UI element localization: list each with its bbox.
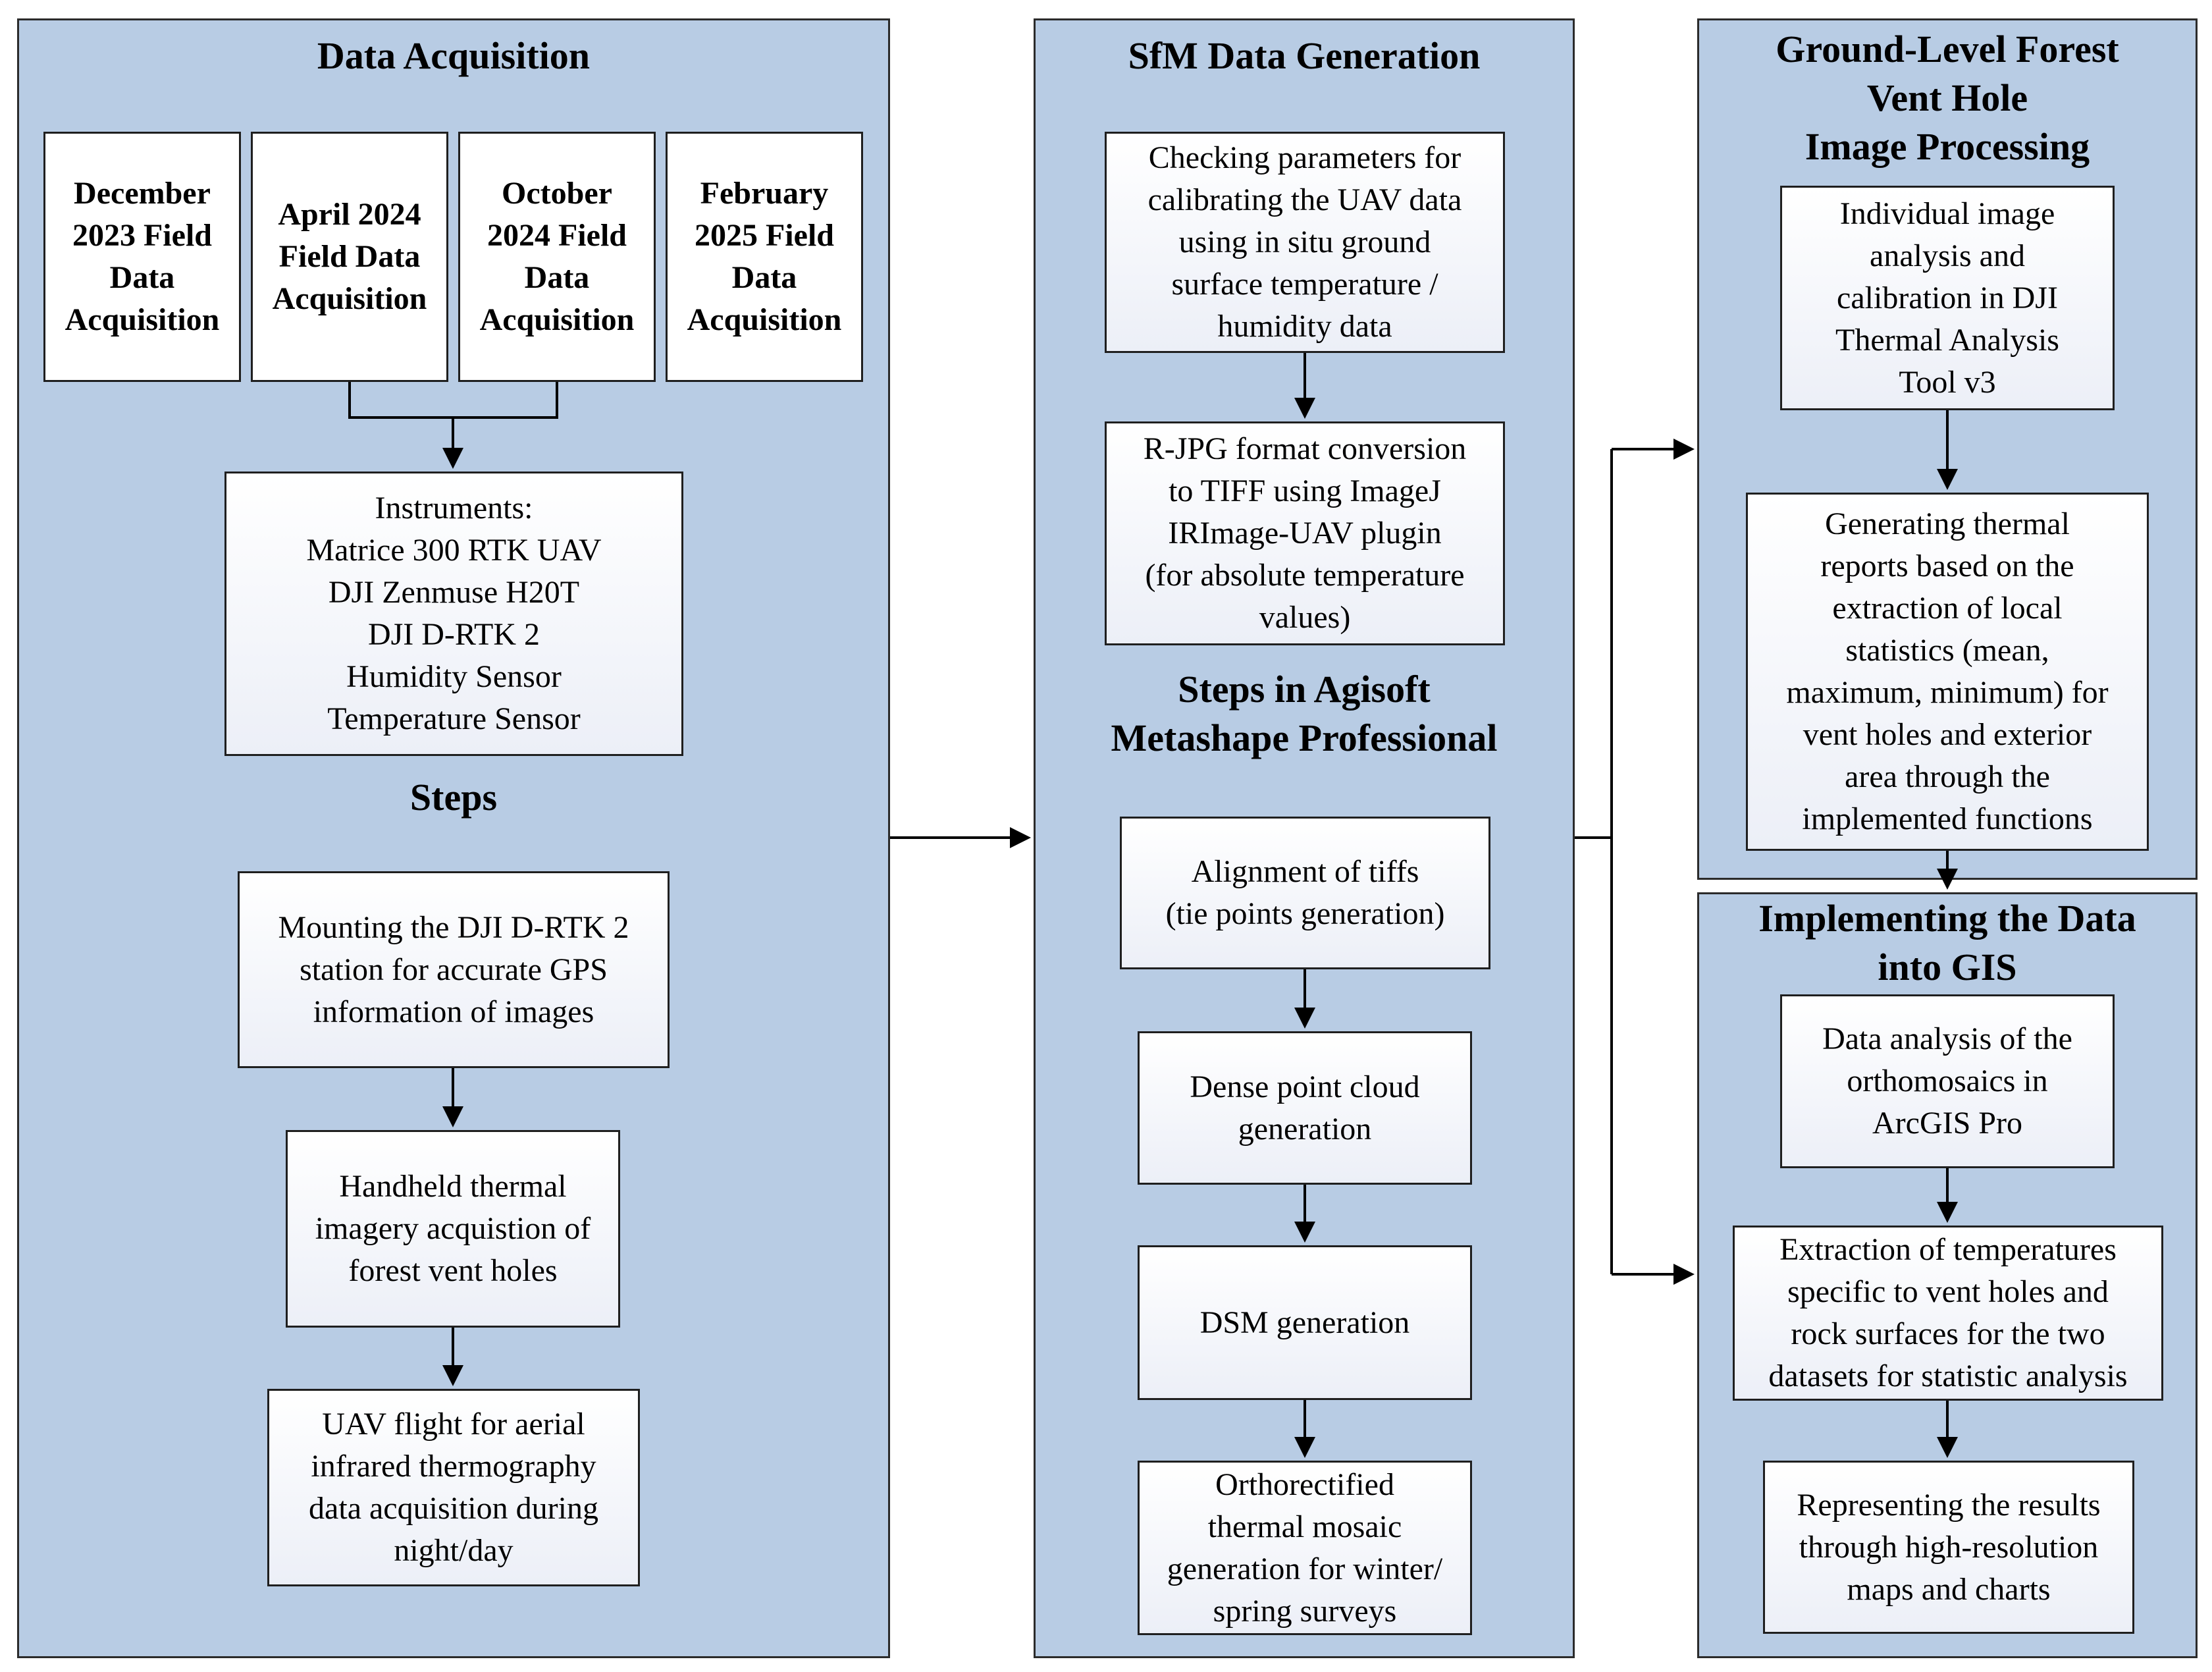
sfm-check-parameters: Checking parameters for calibrating the … xyxy=(1105,132,1505,353)
data-acquisition-title: Data Acquisition xyxy=(317,34,591,77)
step-handheld-thermal: Handheld thermal imagery acquistion of f… xyxy=(286,1130,620,1328)
step-uav-flight: UAV flight for aerial infrared thermogra… xyxy=(267,1389,640,1586)
agisoft-dsm: DSM generation xyxy=(1138,1245,1472,1400)
instruments-box: Instruments: Matrice 300 RTK UAV DJI Zen… xyxy=(224,472,683,756)
gis-title: Implementing the Data into GIS xyxy=(1758,897,2136,988)
ground-level-title: Ground-Level Forest Vent Hole Image Proc… xyxy=(1776,28,2119,168)
agisoft-orthomosaic: Orthorectified thermal mosaic generation… xyxy=(1138,1461,1472,1635)
gis-temperature-extraction: Extraction of temperatures specific to v… xyxy=(1733,1226,2163,1401)
step-mount-drtk: Mounting the DJI D-RTK 2 station for acc… xyxy=(238,871,670,1068)
sfm-title: SfM Data Generation xyxy=(1128,34,1481,77)
field-box-feb-2025: February 2025 Field Data Acquisition xyxy=(666,132,863,382)
agisoft-title: Steps in Agisoft Metashape Professional xyxy=(1111,668,1498,759)
sfm-rjpg-conversion: R-JPG format conversion to TIFF using Im… xyxy=(1105,421,1505,645)
gis-data-analysis: Data analysis of the orthomosaics in Arc… xyxy=(1780,994,2115,1168)
ground-image-analysis: Individual image analysis and calibratio… xyxy=(1780,186,2115,410)
steps-title: Steps xyxy=(409,776,498,819)
field-box-apr-2024: April 2024 Field Data Acquisition xyxy=(251,132,448,382)
agisoft-alignment: Alignment of tiffs (tie points generatio… xyxy=(1120,817,1490,969)
field-box-oct-2024: October 2024 Field Data Acquisition xyxy=(458,132,656,382)
agisoft-dense-cloud: Dense point cloud generation xyxy=(1138,1031,1472,1185)
field-box-dec-2023: December 2023 Field Data Acquisition xyxy=(43,132,241,382)
ground-thermal-reports: Generating thermal reports based on the … xyxy=(1746,493,2149,851)
gis-representing-results: Representing the results through high-re… xyxy=(1763,1461,2134,1634)
